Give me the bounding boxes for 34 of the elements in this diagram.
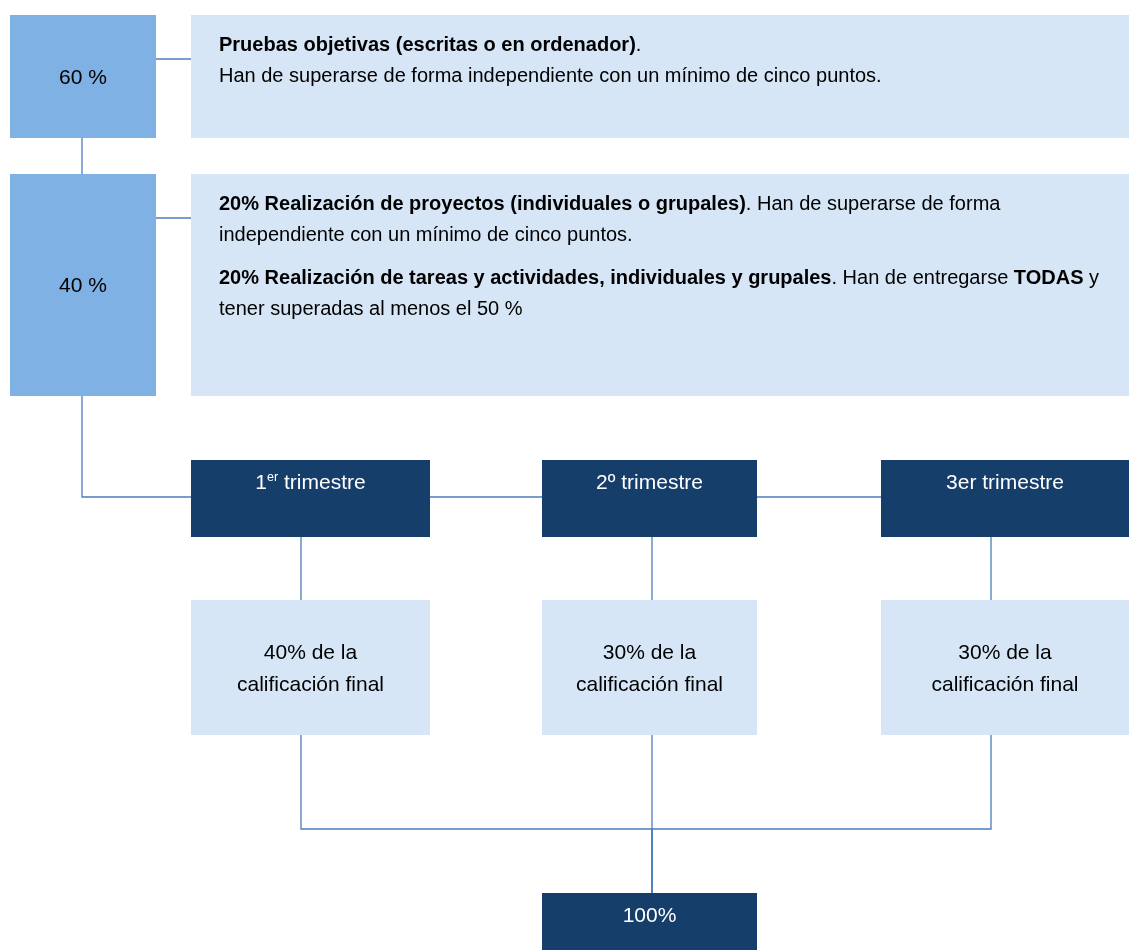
description-text: Han de superarse de forma independiente con un mínimo de cinco puntos.	[219, 63, 882, 88]
description-text: 20% Realización de tareas y actividades, individuales y grupales. Han de entregarse TODAS y tener superadas al menos el 50 %	[219, 265, 1101, 321]
connector-line	[651, 536, 653, 601]
header-box	[881, 460, 1129, 537]
header-box	[542, 893, 757, 950]
share-box	[191, 600, 430, 735]
connector-line	[81, 395, 192, 498]
description-text: Pruebas objetivas (escritas o en ordenador).	[219, 32, 642, 57]
description-text: 20% Realización de proyectos (individuales o grupales). Han de superarse de forma independiente con un mínimo de cinco puntos.	[219, 191, 1002, 247]
box-label: 60 %	[59, 64, 107, 89]
description-box	[191, 174, 1129, 396]
box-label: 30% de la calificación final	[930, 639, 1080, 697]
box-label: 40 %	[59, 273, 107, 297]
box-label: 30% de la calificación final	[574, 639, 725, 697]
box-label: 40% de la calificación final	[235, 639, 386, 697]
connector-line	[300, 536, 302, 601]
box-label: 3er trimestre	[946, 470, 1064, 494]
header-box	[542, 460, 757, 537]
header-box	[191, 460, 430, 537]
connector-line	[81, 137, 83, 175]
connector-line	[429, 496, 543, 498]
box-label: 1$^{er}$ trimestre	[255, 470, 366, 494]
description-box	[191, 15, 1129, 138]
share-box	[542, 600, 757, 735]
connector-line	[155, 58, 192, 60]
connector-line	[756, 496, 882, 498]
share-box	[881, 600, 1129, 735]
connector-line	[651, 734, 992, 894]
connector-line	[155, 217, 192, 219]
connector-line	[990, 536, 992, 601]
box-label: 100%	[622, 903, 677, 927]
percentage-box	[10, 15, 156, 138]
percentage-box	[10, 174, 156, 396]
box-label: 2º trimestre	[596, 470, 703, 494]
